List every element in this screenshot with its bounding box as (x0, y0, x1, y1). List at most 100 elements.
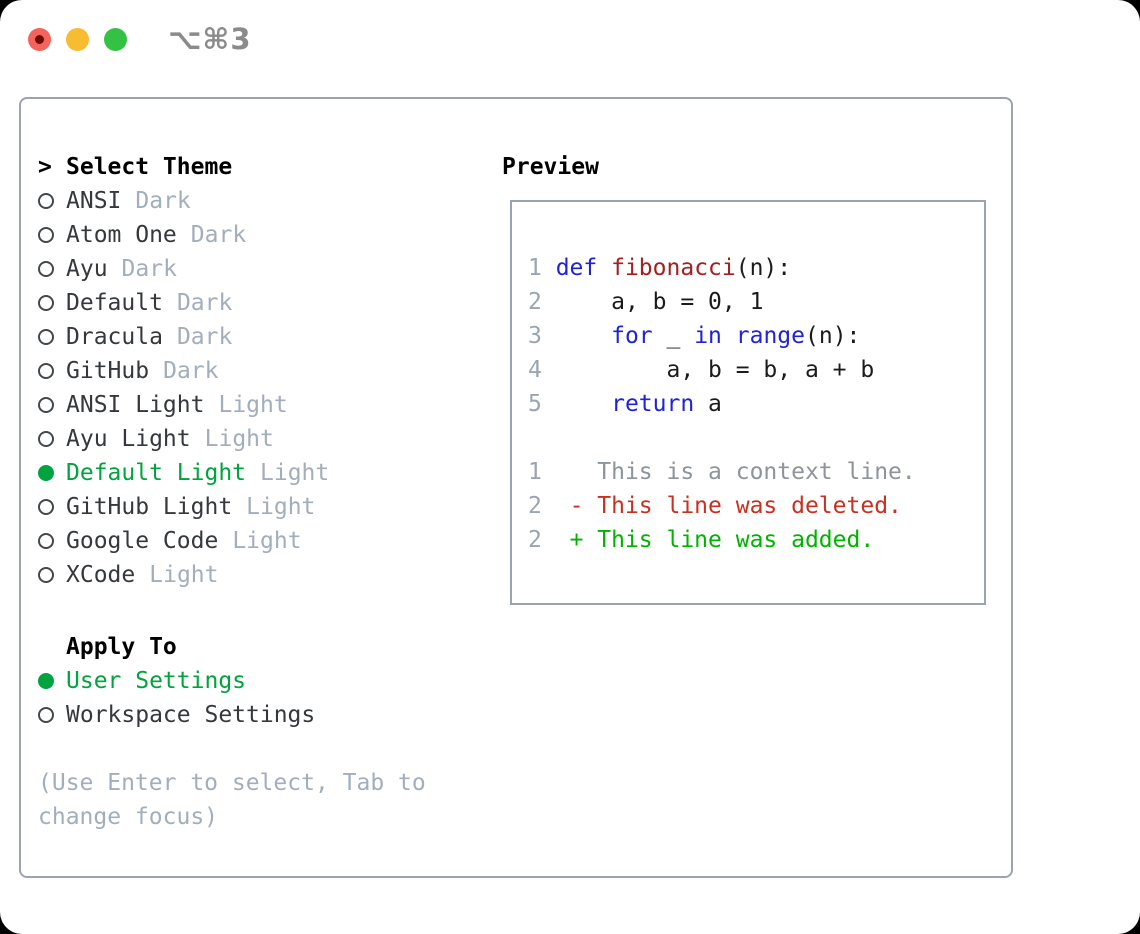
code-token: (n): (735, 255, 792, 281)
theme-option[interactable]: Google Code Light (38, 524, 329, 558)
radio-icon (38, 261, 54, 277)
option-label: User Settings (66, 668, 247, 694)
cursor-chevron-icon: > (38, 154, 52, 180)
option-variant-label: Dark (176, 324, 233, 350)
theme-list-header: > Select Theme (38, 150, 329, 184)
option-variant-label: Dark (163, 358, 219, 384)
code-line: 4 a, b = b, a + b (528, 357, 984, 391)
apply-to-section: Apply To User Settings Workspace Setting… (38, 630, 315, 732)
theme-picker-panel: > Select Theme ANSI Dark Atom One Dark A… (19, 97, 1013, 878)
theme-list: > Select Theme ANSI Dark Atom One Dark A… (38, 150, 329, 592)
code-token: + This line was added. (569, 527, 875, 553)
option-variant-label: Light (246, 494, 316, 520)
code-token: 2 (528, 289, 556, 315)
minimize-button[interactable] (66, 27, 89, 51)
radio-icon (38, 499, 54, 515)
code-token: for (611, 323, 653, 349)
code-line: 1 This is a context line. (528, 459, 984, 493)
radio-icon (38, 533, 54, 549)
theme-option[interactable]: Dracula Dark (38, 320, 329, 354)
option-variant-label: Light (149, 562, 219, 588)
code-token: a (694, 391, 722, 417)
code-token: - This line was deleted. (569, 493, 902, 519)
theme-option[interactable]: GitHub Dark (38, 354, 329, 388)
code-line (528, 425, 984, 459)
code-token (542, 493, 570, 519)
theme-option[interactable]: ANSI Light Light (38, 388, 329, 422)
radio-icon (38, 193, 54, 209)
option-label: ANSI Light (66, 392, 205, 418)
option-label: XCode (66, 562, 136, 588)
option-variant-label: Light (232, 528, 302, 554)
theme-option[interactable]: XCode Light (38, 558, 329, 592)
radio-icon (38, 397, 54, 413)
option-label: GitHub (66, 358, 150, 384)
code-token: This is a context line. (541, 459, 916, 485)
close-button[interactable] (28, 27, 51, 51)
radio-icon (38, 363, 54, 379)
apply-to-header: Apply To (38, 630, 315, 664)
option-label: Default Light (66, 460, 247, 486)
code-line: 1 def fibonacci(n): (528, 255, 984, 289)
theme-option[interactable]: Atom One Dark (38, 218, 329, 252)
code-line: 5 return a (528, 391, 984, 425)
code-token: 2 (528, 493, 542, 519)
theme-option[interactable]: GitHub Light Light (38, 490, 329, 524)
code-line: 2 a, b = 0, 1 (528, 289, 984, 323)
option-label: ANSI (66, 188, 122, 214)
code-token: def (555, 255, 598, 281)
code-token: range (735, 323, 805, 349)
usage-hint: (Use Enter to select, Tab to change focu… (38, 770, 426, 830)
theme-option[interactable]: Ayu Light Light (38, 422, 329, 456)
theme-option[interactable]: Default Light Light (38, 456, 329, 490)
radio-icon (38, 465, 54, 481)
code-token (722, 323, 736, 349)
code-token: 5 (528, 391, 556, 417)
theme-option[interactable]: Ayu Dark (38, 252, 329, 286)
code-token: _ (652, 323, 695, 349)
theme-option[interactable]: Default Dark (38, 286, 329, 320)
option-variant-label: Dark (121, 256, 177, 282)
code-token: a, b = b, a + b (555, 357, 875, 383)
option-variant-label: Light (218, 392, 288, 418)
preview-title-label: Preview (502, 154, 599, 180)
theme-option[interactable]: ANSI Dark (38, 184, 329, 218)
option-label: Workspace Settings (66, 702, 316, 728)
theme-list-title: Select Theme (66, 154, 233, 180)
code-line: 3 for _ in range(n): (528, 323, 984, 357)
code-token: a, b = 0, 1 (555, 289, 764, 315)
titlebar: ⌥⌘3 (28, 22, 252, 56)
zoom-button[interactable] (104, 27, 127, 51)
apply-option[interactable]: Workspace Settings (38, 698, 315, 732)
radio-icon (38, 227, 54, 243)
code-token: 2 (528, 527, 542, 553)
option-label: Dracula (66, 324, 163, 350)
option-variant-label: Dark (176, 290, 233, 316)
code-token: 1 (528, 459, 542, 485)
code-token: return (611, 391, 695, 417)
code-token (556, 323, 611, 349)
radio-icon (38, 567, 54, 583)
radio-icon (38, 707, 54, 723)
option-label: Ayu (66, 256, 108, 282)
radio-icon (38, 673, 54, 689)
keyboard-shortcut-label: ⌥⌘3 (168, 22, 252, 56)
radio-icon (38, 431, 54, 447)
option-variant-label: Dark (190, 222, 247, 248)
option-variant-label: Light (260, 460, 330, 486)
code-token: fibonacci (611, 255, 736, 281)
option-label: Atom One (66, 222, 177, 248)
code-token (542, 527, 570, 553)
apply-option[interactable]: User Settings (38, 664, 315, 698)
code-token: 1 (528, 255, 556, 281)
code-token (556, 391, 611, 417)
option-label: Ayu Light (66, 426, 191, 452)
code-token (597, 255, 611, 281)
option-variant-label: Light (204, 426, 274, 452)
preview-title: Preview (502, 150, 599, 184)
code-token: 4 (528, 357, 556, 383)
code-token: 3 (528, 323, 556, 349)
code-line: 2 - This line was deleted. (528, 493, 984, 527)
